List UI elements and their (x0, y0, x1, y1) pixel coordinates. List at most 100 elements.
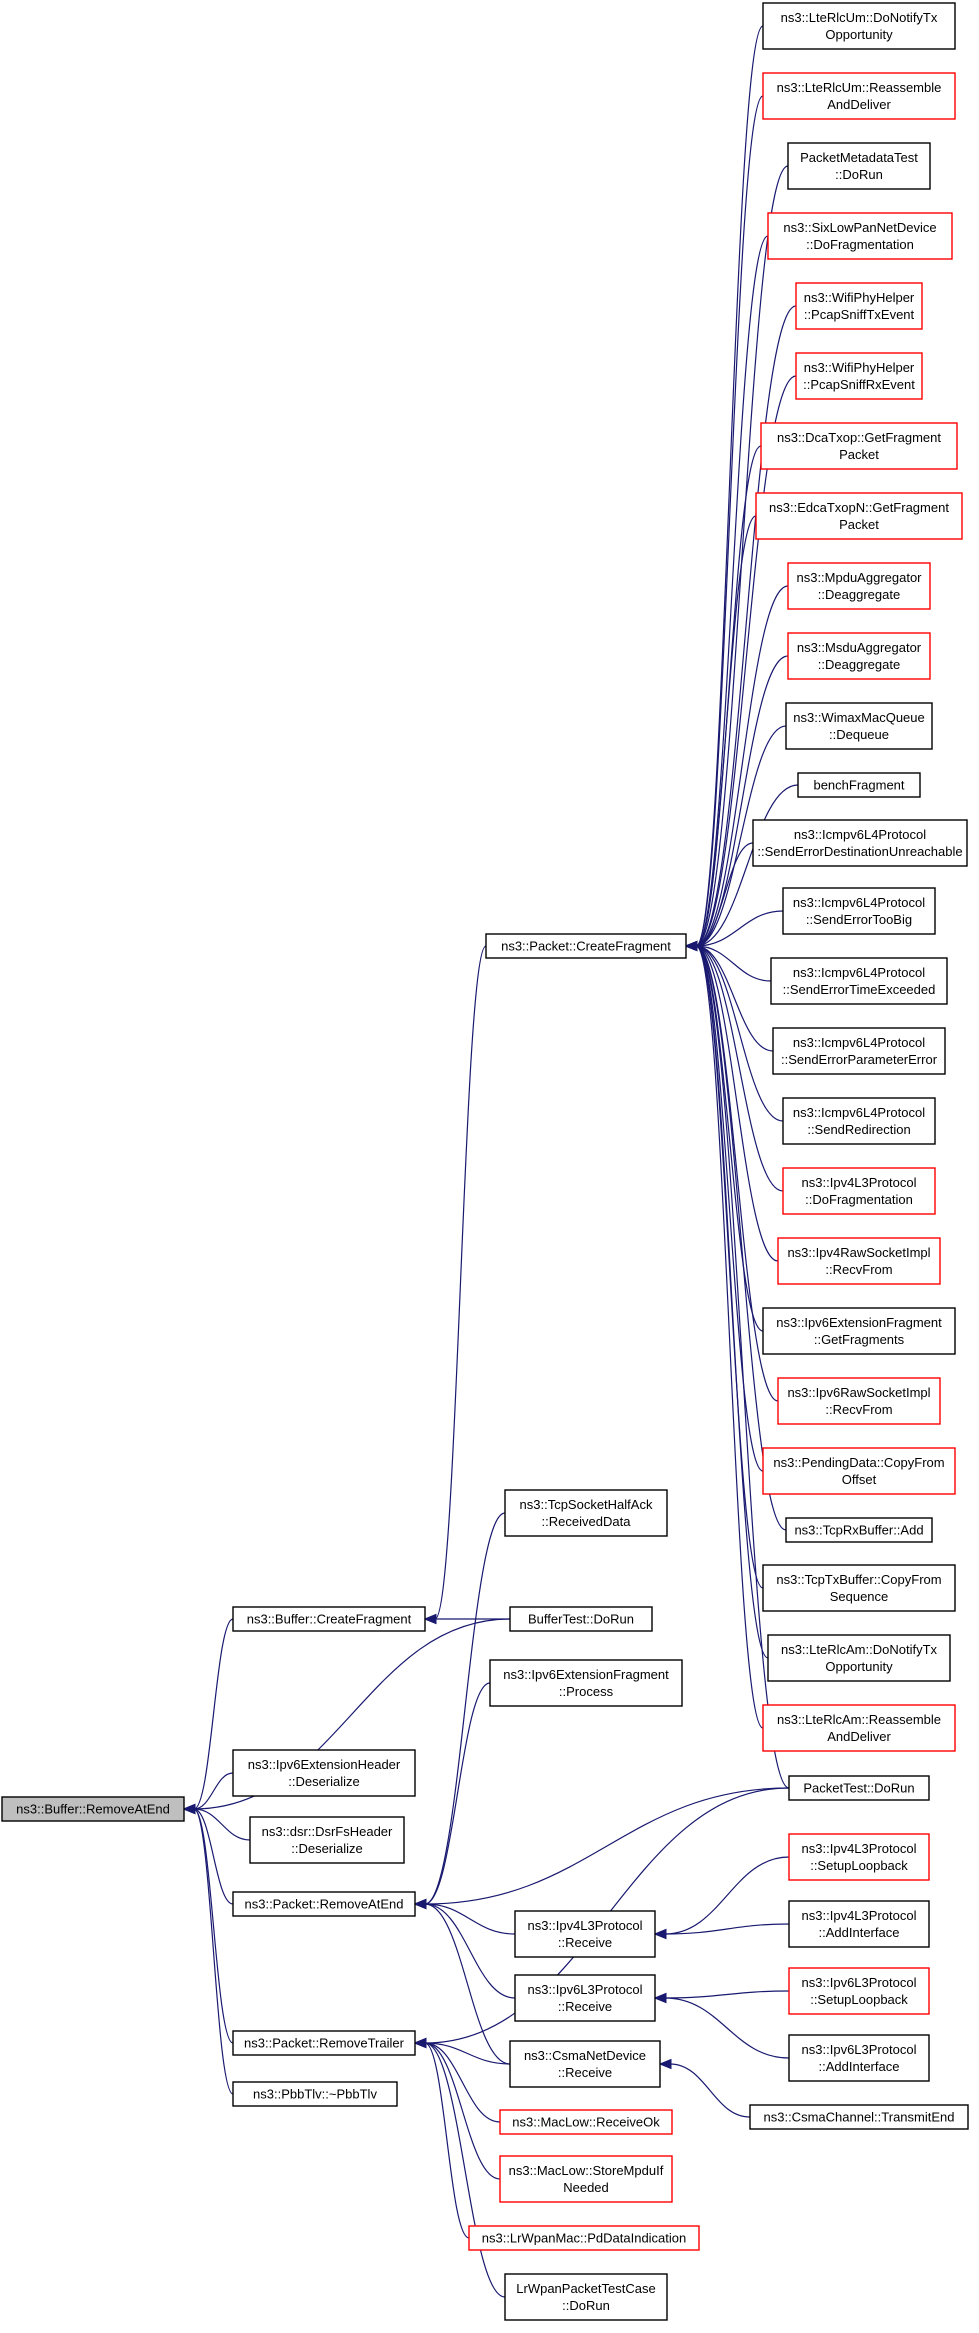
edge-mac-low-store-mpdu-to-pkt-remove-trailer (413, 2037, 501, 2180)
node-buf-create-fragment[interactable]: ns3::Buffer::CreateFragment (232, 1606, 426, 1632)
node-tcp-half-ack[interactable]: ns3::TcpSocketHalfAck::ReceivedData (504, 1489, 668, 1537)
node-label-line: ns3::TcpTxBuffer::CopyFrom (776, 1572, 941, 1587)
node-label-line: BufferTest::DoRun (528, 1612, 634, 1627)
node-box (787, 142, 931, 190)
edge-lr-wpan-pd-data-to-pkt-remove-trailer (413, 2037, 470, 2239)
edge-csma-net-receive-to-pkt-remove-trailer (413, 2037, 511, 2065)
node-box (788, 1900, 930, 1948)
node-label-line: ::Deserialize (288, 1774, 360, 1789)
edge-tcp-rx-add-to-pkt-create-fragment (684, 940, 787, 1531)
node-pkt-remove-trailer[interactable]: ns3::Packet::RemoveTrailer (232, 2030, 416, 2056)
node-dsr-deser[interactable]: ns3::dsr::DsrFsHeader::Deserialize (249, 1816, 405, 1864)
node-pkt-remove-at-end[interactable]: ns3::Packet::RemoveAtEnd (232, 1891, 416, 1917)
node-mac-low-receive-ok[interactable]: ns3::MacLow::ReceiveOk (499, 2109, 673, 2135)
node-ipv6-raw[interactable]: ns3::Ipv6RawSocketImpl::RecvFrom (777, 1377, 941, 1425)
node-label-line: ns3::Packet::RemoveTrailer (244, 2036, 405, 2051)
node-label-line: ns3::TcpRxBuffer::Add (794, 1523, 923, 1538)
node-ipv6-ext-header-deser[interactable]: ns3::Ipv6ExtensionHeader::Deserialize (232, 1749, 416, 1797)
node-bench-fragment[interactable]: benchFragment (797, 772, 921, 798)
node-csma-channel[interactable]: ns3::CsmaChannel::TransmitEnd (749, 2104, 969, 2130)
node-buffer-test[interactable]: BufferTest::DoRun (509, 1606, 653, 1632)
node-label-line: ns3::WifiPhyHelper (804, 290, 915, 305)
node-mpdu-deagg[interactable]: ns3::MpduAggregator::Deaggregate (787, 562, 931, 610)
node-wifi-sniff-rx[interactable]: ns3::WifiPhyHelper::PcapSniffRxEvent (795, 352, 923, 400)
node-box (795, 282, 923, 330)
edge-bench-fragment-to-pkt-create-fragment (684, 784, 799, 952)
node-ipv6-l3-receive[interactable]: ns3::Ipv6L3Protocol::Receive (514, 1974, 656, 2022)
node-packet-test[interactable]: PacketTest::DoRun (788, 1775, 930, 1801)
node-ipv4-l3-receive[interactable]: ns3::Ipv4L3Protocol::Receive (514, 1910, 656, 1958)
node-label-line: LrWpanPacketTestCase (516, 2281, 655, 2296)
node-label-line: ns3::Packet::CreateFragment (501, 939, 671, 954)
node-ipv6-ext-frag-process[interactable]: ns3::Ipv6ExtensionFragment::Process (489, 1659, 683, 1707)
node-label-line: ::Deaggregate (818, 587, 900, 602)
node-box (232, 1891, 416, 1917)
node-label-line: ns3::EdcaTxopN::GetFragment (769, 500, 949, 515)
node-label-line: ::Process (559, 1684, 614, 1699)
node-wifi-sniff-tx[interactable]: ns3::WifiPhyHelper::PcapSniffTxEvent (795, 282, 923, 330)
node-box (762, 1564, 956, 1612)
node-label-line: ::Dequeue (829, 727, 889, 742)
edge-ipv6-add-if-to-ipv6-l3-receive (653, 1992, 790, 2059)
node-label-line: ::RecvFrom (825, 1402, 892, 1417)
node-label-line: ::PcapSniffTxEvent (804, 307, 915, 322)
node-icmp-redirection[interactable]: ns3::Icmpv6L4Protocol::SendRedirection (782, 1097, 936, 1145)
node-box (509, 1606, 653, 1632)
node-ipv6-setup[interactable]: ns3::Ipv6L3Protocol::SetupLoopback (788, 1967, 930, 2015)
node-ipv4-frag[interactable]: ns3::Ipv4L3Protocol::DoFragmentation (782, 1167, 936, 1215)
node-box (788, 2034, 930, 2082)
node-label-line: ns3::TcpSocketHalfAck (520, 1497, 653, 1512)
node-label-line: ns3::Icmpv6L4Protocol (794, 827, 926, 842)
node-box (787, 562, 931, 610)
node-label-line: Opportunity (825, 27, 893, 42)
node-box (232, 1749, 416, 1797)
node-box (788, 1967, 930, 2015)
node-box (499, 2155, 673, 2203)
node-ipv6-add-if[interactable]: ns3::Ipv6L3Protocol::AddInterface (788, 2034, 930, 2082)
node-label-line: ns3::SixLowPanNetDevice (783, 220, 936, 235)
node-label-line: ::AddInterface (819, 2059, 900, 2074)
edge-edca-txop-to-pkt-create-fragment (684, 515, 757, 952)
node-lr-wpan-pd-data[interactable]: ns3::LrWpanMac::PdDataIndication (468, 2225, 700, 2251)
node-box (504, 1489, 668, 1537)
node-ipv4-raw[interactable]: ns3::Ipv4RawSocketImpl::RecvFrom (777, 1237, 941, 1285)
node-msdu-deagg[interactable]: ns3::MsduAggregator::Deaggregate (787, 632, 931, 680)
node-label-line: ns3::Icmpv6L4Protocol (793, 1105, 925, 1120)
node-icmp-param-error[interactable]: ns3::Icmpv6L4Protocol::SendErrorParamete… (772, 1027, 946, 1075)
node-pkt-create-fragment[interactable]: ns3::Packet::CreateFragment (485, 933, 687, 959)
node-box (767, 1634, 951, 1682)
node-label-line: Sequence (830, 1589, 889, 1604)
node-label-line: ns3::Ipv6RawSocketImpl (787, 1385, 930, 1400)
node-six-low-pan-frag[interactable]: ns3::SixLowPanNetDevice::DoFragmentation (767, 212, 953, 260)
node-box (772, 1027, 946, 1075)
node-ipv6-ext-frag-get[interactable]: ns3::Ipv6ExtensionFragment::GetFragments (762, 1307, 956, 1355)
node-pbb-tlv[interactable]: ns3::PbbTlv::~PbbTlv (232, 2081, 398, 2107)
node-box (1, 1796, 185, 1822)
node-icmp-too-big[interactable]: ns3::Icmpv6L4Protocol::SendErrorTooBig (782, 887, 936, 935)
node-label-line: ns3::LteRlcUm::DoNotifyTx (781, 10, 938, 25)
node-icmp-dest-unreach[interactable]: ns3::Icmpv6L4Protocol::SendErrorDestinat… (752, 819, 968, 867)
node-ipv4-add-if[interactable]: ns3::Ipv4L3Protocol::AddInterface (788, 1900, 930, 1948)
node-label-line: AndDeliver (827, 97, 891, 112)
node-lr-wpan-test[interactable]: LrWpanPacketTestCase::DoRun (504, 2273, 668, 2321)
node-icmp-time-exceeded[interactable]: ns3::Icmpv6L4Protocol::SendErrorTimeExce… (770, 957, 948, 1005)
node-wimax-dequeue[interactable]: ns3::WimaxMacQueue::Dequeue (785, 702, 933, 750)
node-tcp-rx-add[interactable]: ns3::TcpRxBuffer::Add (785, 1517, 933, 1543)
node-ipv4-setup[interactable]: ns3::Ipv4L3Protocol::SetupLoopback (788, 1833, 930, 1881)
node-pkt-meta-test[interactable]: PacketMetadataTest::DoRun (787, 142, 931, 190)
node-box (509, 2040, 661, 2088)
edge-ipv4-raw-to-pkt-create-fragment (684, 940, 779, 1262)
node-box (755, 492, 963, 540)
node-box (468, 2225, 700, 2251)
node-box (504, 2273, 668, 2321)
node-csma-net-receive[interactable]: ns3::CsmaNetDevice::Receive (509, 2040, 661, 2088)
